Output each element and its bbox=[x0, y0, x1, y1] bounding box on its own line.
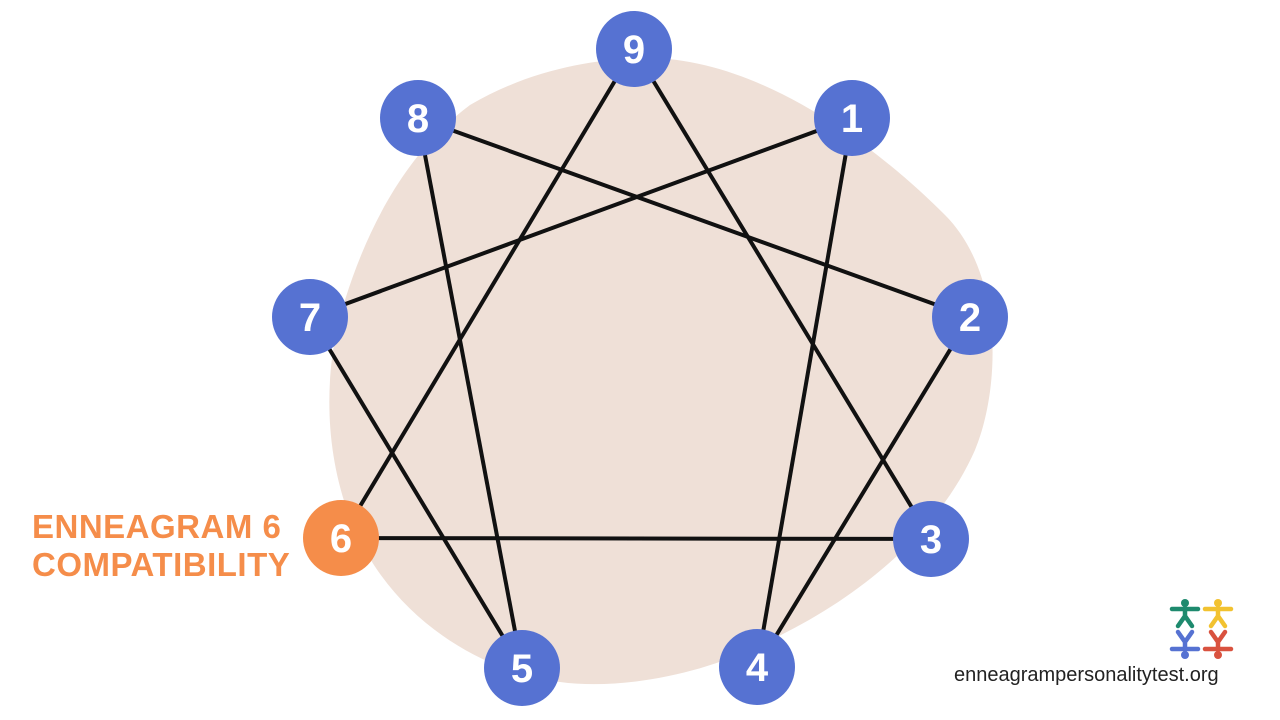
logo-figure bbox=[1169, 599, 1201, 629]
type-node-7: 7 bbox=[272, 279, 348, 355]
title-line-1: ENNEAGRAM 6 bbox=[32, 508, 282, 545]
type-node-circle bbox=[932, 279, 1008, 355]
type-node-circle bbox=[814, 80, 890, 156]
logo-figure bbox=[1202, 629, 1234, 659]
connection-lines bbox=[308, 47, 972, 670]
type-nodes: 9 1 2 3 4 5 6 7 8 bbox=[272, 11, 1008, 706]
type-node-circle bbox=[893, 501, 969, 577]
type-node-9: 9 bbox=[596, 11, 672, 87]
connection-line-9-3 bbox=[632, 47, 933, 541]
type-node-label: 6 bbox=[330, 517, 352, 561]
type-node-5: 5 bbox=[484, 630, 560, 706]
type-node-label: 5 bbox=[511, 647, 533, 691]
type-node-label: 1 bbox=[841, 97, 863, 141]
type-node-label: 4 bbox=[746, 646, 769, 690]
logo-figure bbox=[1202, 599, 1234, 629]
type-node-label: 2 bbox=[959, 296, 981, 340]
type-node-circle bbox=[596, 11, 672, 87]
type-node-3: 3 bbox=[893, 501, 969, 577]
type-node-circle bbox=[272, 279, 348, 355]
connection-line-7-1 bbox=[309, 116, 853, 319]
connection-line-2-8 bbox=[417, 116, 971, 319]
type-node-label: 7 bbox=[299, 296, 321, 340]
type-node-circle bbox=[303, 500, 379, 576]
connection-line-5-7 bbox=[308, 315, 524, 670]
type-node-1: 1 bbox=[814, 80, 890, 156]
type-node-circle bbox=[380, 80, 456, 156]
connection-line-3-6 bbox=[340, 536, 932, 541]
type-node-label: 3 bbox=[920, 518, 942, 562]
people-figures-icon bbox=[1169, 599, 1234, 659]
diagram-title: ENNEAGRAM 6 COMPATIBILITY bbox=[32, 508, 290, 584]
connection-line-1-4 bbox=[755, 117, 854, 668]
type-node-circle bbox=[719, 629, 795, 705]
type-node-4: 4 bbox=[719, 629, 795, 705]
type-node-2: 2 bbox=[932, 279, 1008, 355]
type-node-label: 8 bbox=[407, 97, 429, 141]
type-node-6: 6 bbox=[303, 500, 379, 576]
website-url: enneagrampersonalitytest.org bbox=[954, 664, 1219, 686]
connection-line-8-5 bbox=[416, 117, 524, 669]
type-node-label: 9 bbox=[623, 28, 645, 72]
logo-figure bbox=[1169, 629, 1201, 659]
title-line-2: COMPATIBILITY bbox=[32, 546, 291, 583]
connection-line-6-9 bbox=[339, 47, 636, 540]
type-node-circle bbox=[484, 630, 560, 706]
type-node-8: 8 bbox=[380, 80, 456, 156]
connection-line-4-2 bbox=[755, 315, 972, 669]
